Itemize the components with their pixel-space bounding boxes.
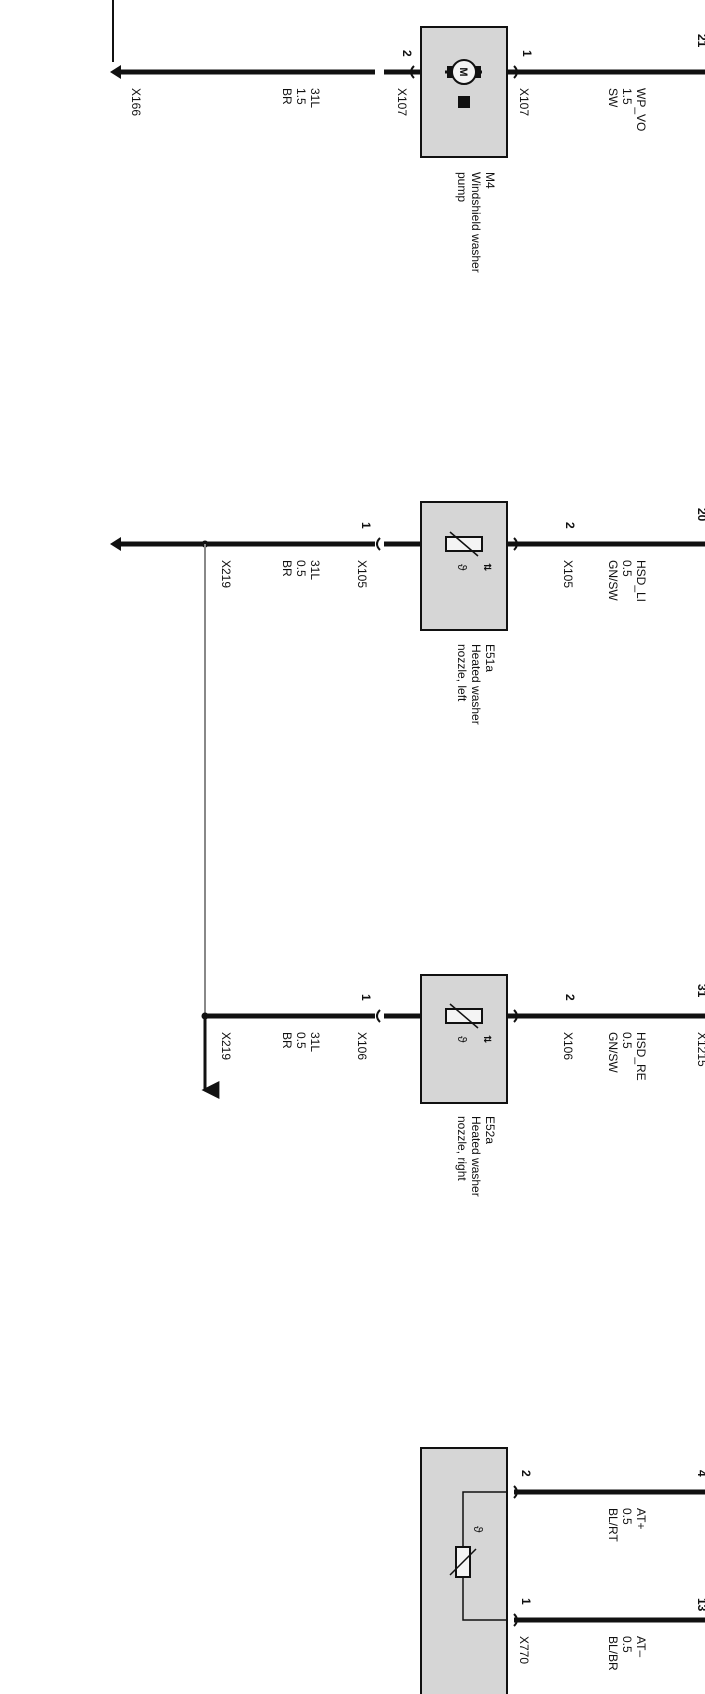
svg-text:ϑ: ϑ xyxy=(455,1036,469,1043)
connector-x107-left xyxy=(410,65,415,79)
e52a-wire-left-name: 31L xyxy=(308,1032,322,1052)
ntc-sensor-icon: ϑ xyxy=(449,1526,485,1578)
m4-wire-left-name: 31L xyxy=(308,88,322,108)
sensor-wire-left-size: 0.5 xyxy=(620,1508,634,1525)
e52a-pin-right: 2 xyxy=(563,994,577,1001)
sensor-wire-right-color: BL/BR xyxy=(606,1636,620,1671)
e51a-wire-right-name: HSD_LI xyxy=(634,560,648,602)
e51a-wire-left-size: 0.5 xyxy=(294,560,308,577)
component-e51a: ϑ ⇅ 1 2 20 X105 X105 X219 31L 0.5 BR HSD… xyxy=(110,501,705,1016)
svg-text:⇅: ⇅ xyxy=(481,1035,492,1043)
m4-box xyxy=(420,26,508,158)
e52a-box xyxy=(420,974,508,1104)
m4-wire-left-color: BR xyxy=(280,88,294,105)
svg-text:ϑ: ϑ xyxy=(471,1526,485,1533)
sensor-edge-pin-right: 13 xyxy=(695,1598,705,1612)
connector-x105-right xyxy=(513,537,518,551)
ptc-heater-icon: ϑ ⇅ xyxy=(445,531,492,571)
e51a-wire-right-color: GN/SW xyxy=(606,560,620,601)
e52a-wire-right-name: HSD_RE xyxy=(634,1032,648,1081)
sensor-connector-right-label: X770 xyxy=(517,1636,531,1664)
e52a-splice-label: X219 xyxy=(219,1032,233,1060)
connector-x107-right xyxy=(513,65,518,79)
m4-wire-left-size: 1.5 xyxy=(294,88,308,105)
m4-edge-pin: 21 xyxy=(695,34,705,48)
e52a-wire-right-size: 0.5 xyxy=(620,1032,634,1049)
component-m4: M 2 1 21 X107 X107 X166 31L 1.5 BR WP_VO… xyxy=(110,0,705,273)
e51a-wire-left-color: BR xyxy=(280,560,294,577)
motor-icon: M xyxy=(445,59,482,108)
e51a-connector-left-label: X105 xyxy=(355,560,369,588)
e52a-name-line2: nozzle, right xyxy=(455,1116,469,1181)
m4-name-line2: pump xyxy=(455,172,469,202)
m4-pin-right: 1 xyxy=(520,50,534,57)
e51a-pin-left: 1 xyxy=(359,522,373,529)
m4-connector-right-label: X107 xyxy=(517,88,531,116)
e52a-wire-left-color: BR xyxy=(280,1032,294,1049)
connector-x106-left xyxy=(376,1009,381,1023)
e51a-id: E51a xyxy=(483,644,497,672)
e51a-splice-label: X219 xyxy=(219,560,233,588)
connector-x105-left xyxy=(376,537,381,551)
sensor-edge-pin-left: 4 xyxy=(695,1470,705,1477)
sensor-wire-right-name: AT– xyxy=(634,1636,648,1657)
e51a-box xyxy=(420,501,508,631)
svg-text:⇅: ⇅ xyxy=(481,563,492,571)
component-temperature-sensor: ϑ 2 1 4 13 X770 AT+ 0.5 BL/RT AT– 0.5 BL… xyxy=(420,1447,705,1694)
ground-icon xyxy=(110,537,121,551)
ground-connector-label: X166 xyxy=(129,88,143,116)
e52a-wire-left-size: 0.5 xyxy=(294,1032,308,1049)
m4-wire-right-size: 1.5 xyxy=(620,88,634,105)
ground-icon xyxy=(110,65,121,79)
e51a-pin-right: 2 xyxy=(563,522,577,529)
sensor-wire-right-size: 0.5 xyxy=(620,1636,634,1653)
e51a-name-line1: Heated washer xyxy=(469,644,483,725)
e52a-name-line1: Heated washer xyxy=(469,1116,483,1197)
e51a-name-line2: nozzle, left xyxy=(455,644,469,702)
sensor-pin-right: 1 xyxy=(519,1598,533,1605)
e51a-edge-pin: 20 xyxy=(695,508,705,522)
m4-pin-left: 2 xyxy=(400,50,414,57)
e52a-edge-connector: X1215 xyxy=(695,1032,705,1067)
e52a-edge-pin: 31 xyxy=(695,984,705,998)
connector-x770 xyxy=(513,1613,518,1627)
m4-wire-right-name: WP_VO xyxy=(634,88,648,131)
e52a-connector-left-label: X106 xyxy=(355,1032,369,1060)
svg-text:ϑ: ϑ xyxy=(455,564,469,571)
sensor-wire-left-name: AT+ xyxy=(634,1508,648,1529)
sensor-wire-left-color: BL/RT xyxy=(606,1508,620,1542)
ptc-heater-icon: ϑ ⇅ xyxy=(445,1003,492,1043)
e52a-pin-left: 1 xyxy=(359,994,373,1001)
connector-x106-right xyxy=(513,1009,518,1023)
component-e52a: ϑ ⇅ 1 2 31 X1215 X106 X106 X219 31L 0.5 … xyxy=(201,974,705,1197)
m4-connector-left-label: X107 xyxy=(395,88,409,116)
e52a-wire-right-color: GN/SW xyxy=(606,1032,620,1073)
svg-text:M: M xyxy=(457,67,469,76)
e52a-connector-right-label: X106 xyxy=(561,1032,575,1060)
m4-id: M4 xyxy=(483,172,497,189)
m4-wire-right-color: SW xyxy=(606,88,620,108)
sensor-pin-left: 2 xyxy=(519,1470,533,1477)
e52a-id: E52a xyxy=(483,1116,497,1144)
e51a-connector-right-label: X105 xyxy=(561,560,575,588)
e51a-wire-left-name: 31L xyxy=(308,560,322,580)
connector-sensor-pin2 xyxy=(513,1485,518,1499)
e51a-wire-right-size: 0.5 xyxy=(620,560,634,577)
m4-name-line1: Windshield washer xyxy=(469,172,483,273)
